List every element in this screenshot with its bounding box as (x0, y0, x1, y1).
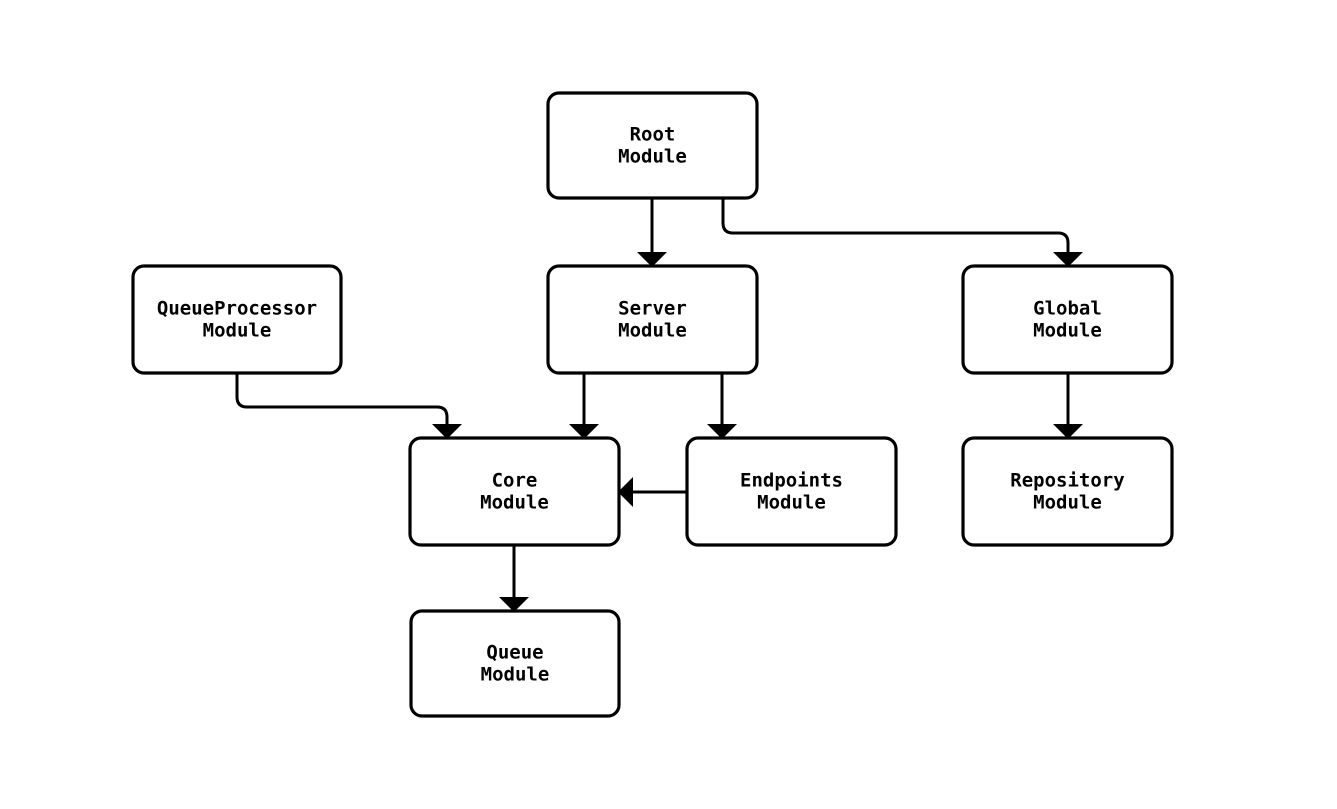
node-repository-box (961, 436, 1174, 547)
node-core-box (408, 436, 621, 547)
node-endpoints-box (685, 436, 898, 547)
node-server-box (546, 264, 759, 375)
edges-layer (235, 198, 1083, 612)
node-root-box (546, 91, 759, 200)
node-queue-box (409, 609, 621, 718)
node-global-box (961, 264, 1174, 375)
edge-queueprocessor-to-core (235, 373, 462, 439)
edge-root-to-global (721, 198, 1083, 267)
node-queueprocessor-box (131, 264, 343, 375)
